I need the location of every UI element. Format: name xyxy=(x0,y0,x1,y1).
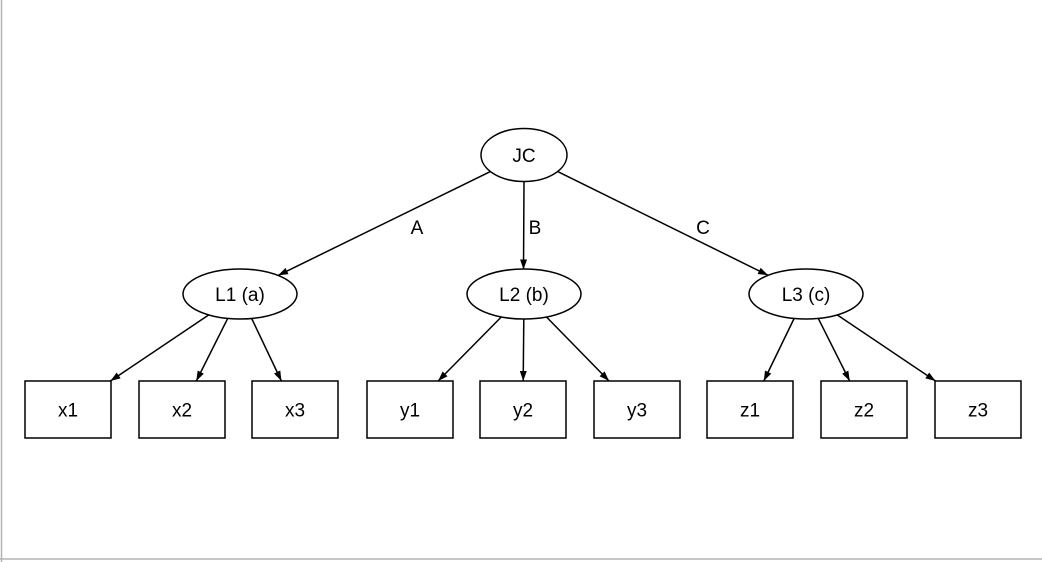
edge-l1-x3 xyxy=(251,318,283,382)
node-l2-label: L2 (b) xyxy=(499,285,549,306)
edge-l1-x1 xyxy=(109,314,210,382)
edge-l2-y3 xyxy=(545,316,610,382)
node-jc-ellipse xyxy=(480,127,568,183)
node-y2-label: y2 xyxy=(513,401,533,422)
node-z1-box xyxy=(706,380,794,439)
node-y3-box xyxy=(593,380,681,439)
node-z1-label: z1 xyxy=(740,401,760,422)
edge-jc-l3 xyxy=(556,170,769,276)
node-x3-label: x3 xyxy=(285,401,305,422)
node-x3-box xyxy=(251,380,339,439)
node-y2-box xyxy=(479,380,567,439)
node-z2-label: z2 xyxy=(854,401,874,422)
node-z3-box xyxy=(934,380,1022,439)
node-z2-box xyxy=(820,380,908,439)
edge-l3-z2 xyxy=(817,318,851,382)
node-jc-label: JC xyxy=(512,146,535,167)
edge-label-b: B xyxy=(529,218,542,239)
node-y1-box xyxy=(366,380,454,439)
edge-label-a: A xyxy=(411,218,424,239)
edge-l2-y1 xyxy=(437,316,502,382)
edge-jc-l2 xyxy=(520,181,528,270)
edge-jc-l1 xyxy=(277,170,491,277)
node-l2-ellipse xyxy=(466,268,582,320)
edge-l2-y2 xyxy=(519,318,527,382)
node-l3-label: L3 (c) xyxy=(782,285,831,306)
node-y3-label: y3 xyxy=(627,401,647,422)
node-l3-ellipse xyxy=(748,268,864,320)
node-x1-box xyxy=(24,380,112,439)
node-y1-label: y1 xyxy=(400,401,420,422)
node-x2-box xyxy=(138,380,226,439)
edge-label-c: C xyxy=(696,218,710,239)
edge-l3-z1 xyxy=(763,318,795,382)
edge-l1-x2 xyxy=(195,318,229,382)
node-x1-label: x1 xyxy=(58,401,78,422)
node-l1-ellipse xyxy=(182,268,298,320)
node-z3-label: z3 xyxy=(968,401,988,422)
node-l1-label: L1 (a) xyxy=(215,285,265,306)
edge-l3-z3 xyxy=(836,314,936,382)
node-x2-label: x2 xyxy=(172,401,192,422)
